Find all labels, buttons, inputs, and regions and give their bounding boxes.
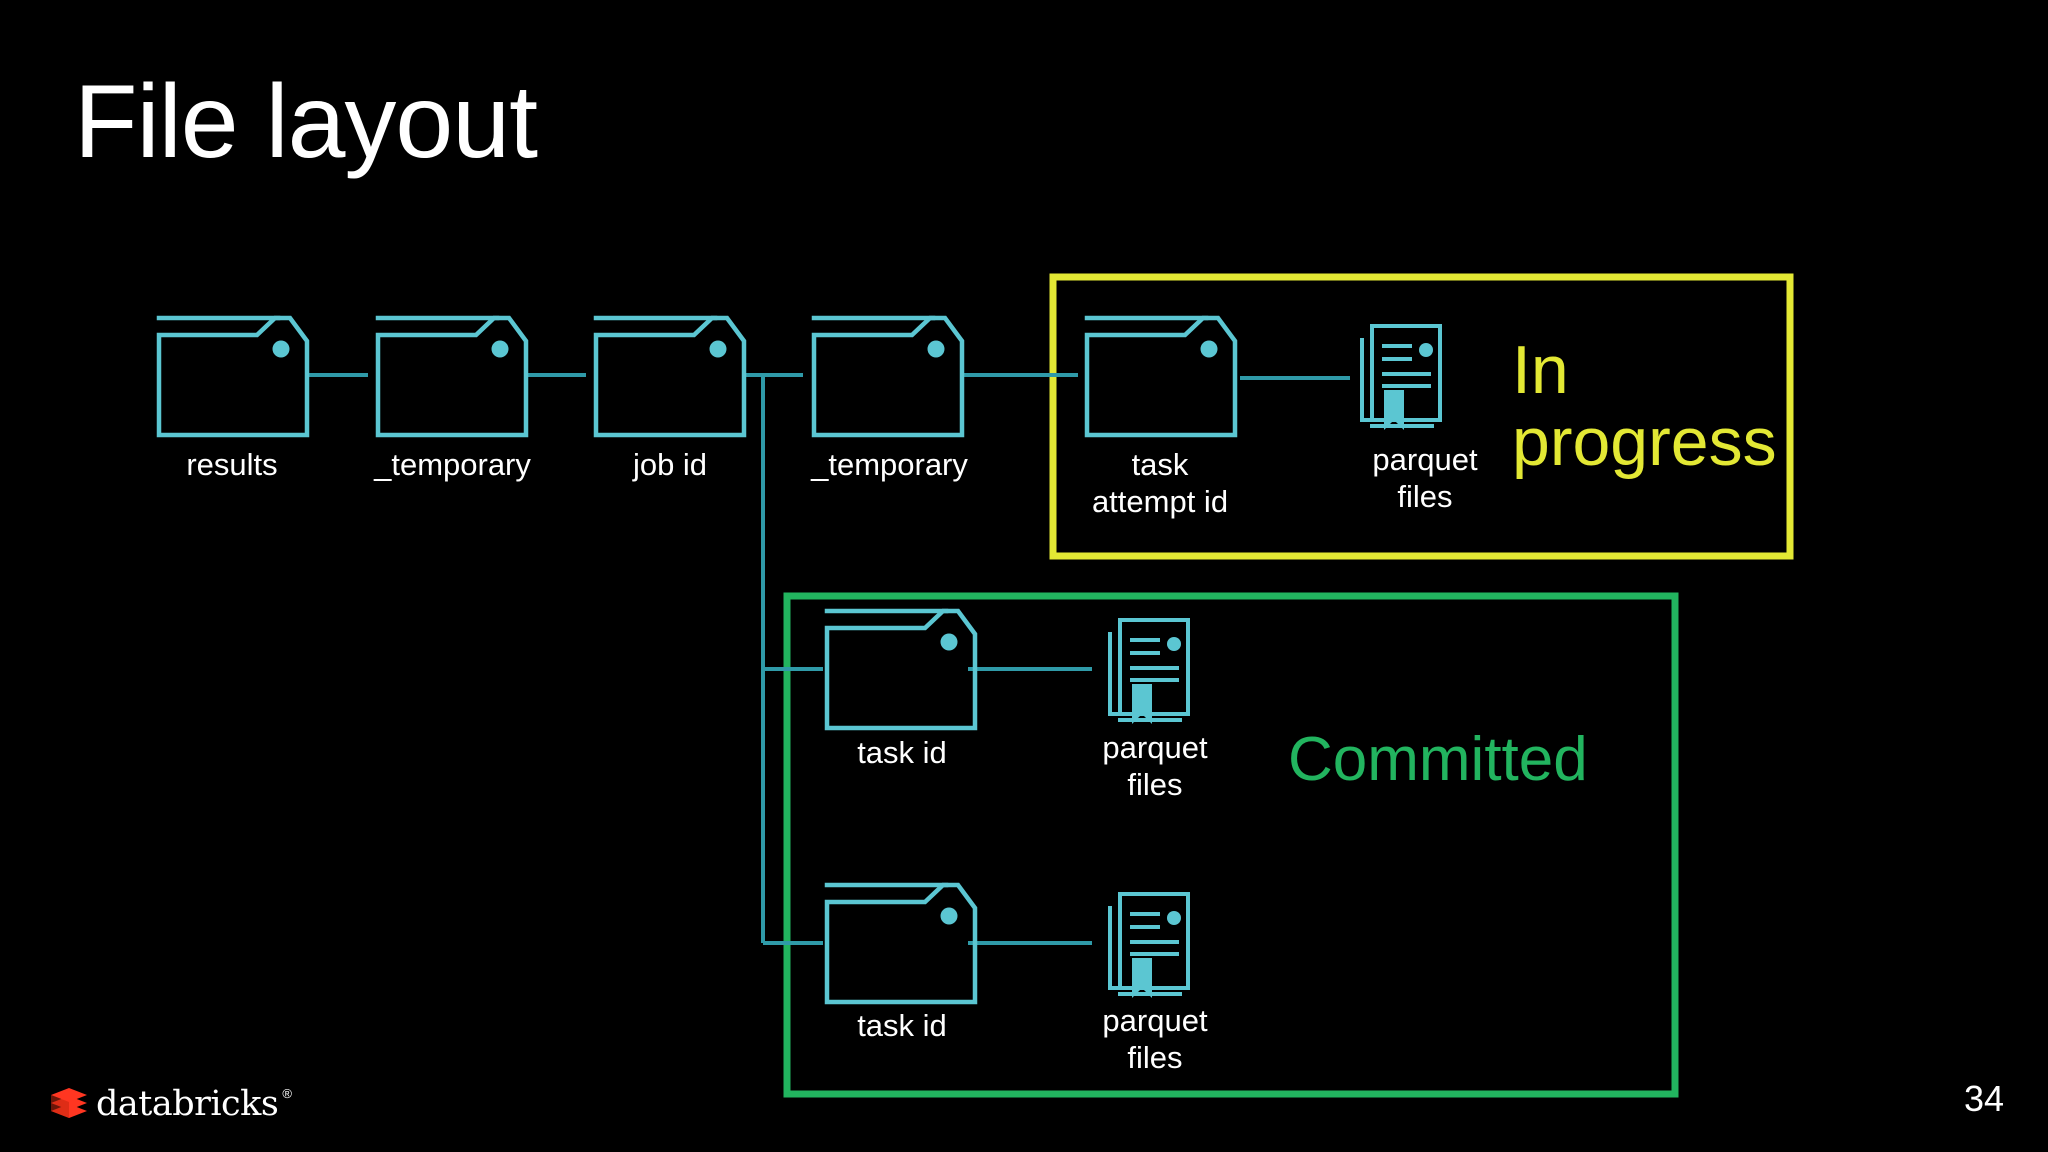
folder-icon[interactable]	[814, 318, 962, 435]
node-label-parquet-files-0: parquet files	[1372, 442, 1478, 514]
node-label-task-id-1: task id	[857, 735, 947, 770]
folder-icon[interactable]	[596, 318, 744, 435]
node-label-task-attempt-id: task attempt id	[1091, 447, 1229, 519]
node-label-task-id-2: task id	[857, 1008, 947, 1043]
folder-icon[interactable]	[827, 611, 975, 728]
region-label-committed: Committed	[1288, 725, 1588, 794]
node-label-temporary-2: _temporary	[811, 447, 968, 482]
node-label-parquet-files-1: parquet files	[1102, 730, 1208, 802]
node-label-results: results	[186, 447, 278, 482]
region-box-in-progress	[1049, 273, 1794, 560]
folder-icon[interactable]	[827, 885, 975, 1002]
page-number: 34	[1963, 1078, 2004, 1119]
folder-icon[interactable]	[378, 318, 526, 435]
databricks-wordmark: databricks	[96, 1084, 279, 1124]
databricks-layers-logo-icon	[51, 1088, 87, 1118]
region-label-in-progress: In progress	[1512, 332, 1777, 481]
node-label-job-id: job id	[632, 447, 708, 482]
node-label-temporary-1: _temporary	[374, 447, 531, 482]
tree-trunk	[761, 375, 823, 945]
databricks-logo: databricks ®	[48, 1082, 294, 1124]
node-label-parquet-files-2: parquet files	[1102, 1003, 1208, 1075]
trademark-symbol: ®	[282, 1085, 292, 1101]
region-box-committed	[783, 592, 1679, 1098]
leaf-connectors	[968, 376, 1350, 945]
parquet-file-icon[interactable]	[1108, 892, 1190, 1000]
page-title: File layout	[74, 64, 538, 180]
parquet-file-icon[interactable]	[1360, 324, 1442, 432]
folder-icon[interactable]	[159, 318, 307, 435]
folder-icon[interactable]	[1087, 318, 1235, 435]
parquet-file-icon[interactable]	[1108, 618, 1190, 726]
